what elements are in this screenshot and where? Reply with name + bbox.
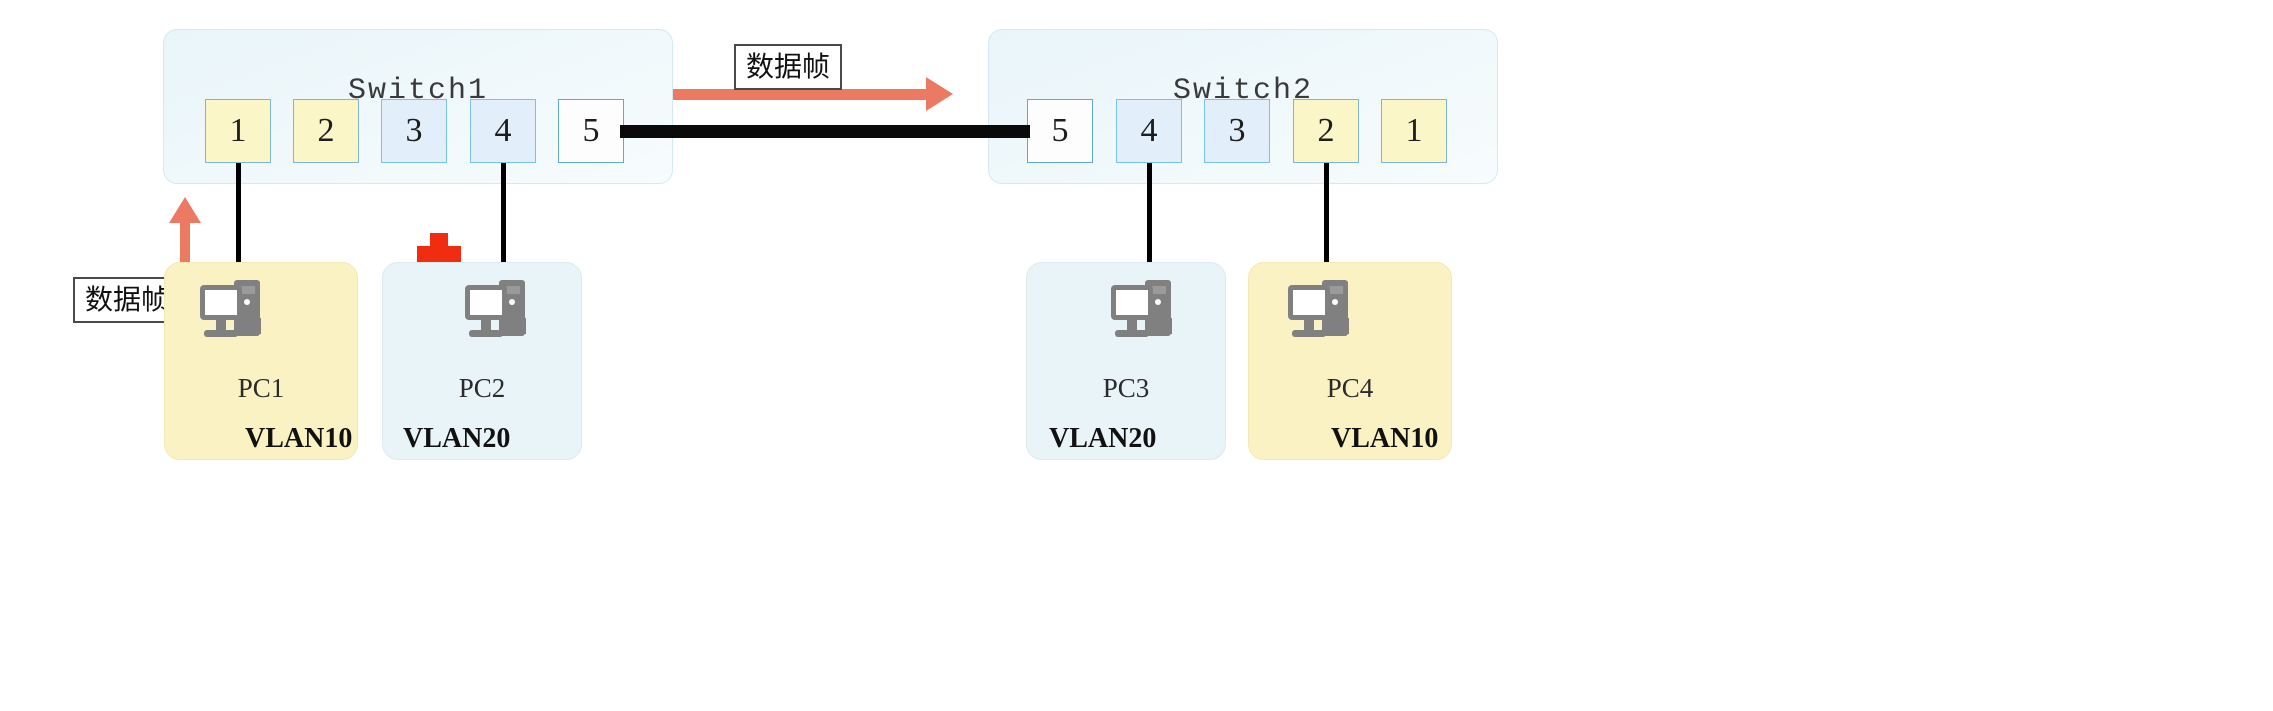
link-pc4-to-switch2-port2: [1324, 163, 1329, 296]
pc3-label: PC3: [1102, 373, 1150, 403]
frame-arrow-left-head: [169, 197, 201, 223]
link-pc1-to-switch1-port1: [236, 163, 241, 296]
port-label: 4: [1140, 112, 1158, 149]
port-label: 4: [494, 112, 512, 149]
pc2-label: PC2: [458, 373, 506, 403]
switch2-port-5-trunk[interactable]: 5: [1027, 99, 1093, 163]
switch1-port-2[interactable]: 2: [293, 99, 359, 163]
frame-arrow-top-shaft: [673, 89, 928, 100]
link-pc3-to-switch2-port4: [1147, 163, 1152, 296]
pc4-vlan-label: VLAN10: [1331, 423, 1439, 454]
frame-callout-top-text: 数据帧: [746, 50, 831, 83]
switch2-port-2[interactable]: 2: [1293, 99, 1359, 163]
port-label: 3: [1228, 112, 1246, 149]
pc1-label: PC1: [237, 373, 285, 403]
switch1-port-4[interactable]: 4: [470, 99, 536, 163]
port-label: 5: [582, 112, 600, 149]
trunk-link-switch1-switch2: [620, 125, 1030, 138]
host-group-pc1[interactable]: PC1 VLAN10: [164, 262, 358, 460]
frame-arrow-top-head: [926, 77, 953, 111]
pc1-desktop-computer-icon: [200, 280, 261, 337]
frame-callout-top: 数据帧: [734, 44, 843, 91]
port-label: 2: [1317, 112, 1335, 149]
link-pc2-to-switch1-port4: [501, 163, 506, 296]
port-label: 5: [1051, 112, 1069, 149]
switch2-port-3[interactable]: 3: [1204, 99, 1270, 163]
switch1-port-1[interactable]: 1: [205, 99, 271, 163]
port-label: 3: [405, 112, 423, 149]
pc1-vlan-label: VLAN10: [245, 423, 353, 454]
pc3-desktop-computer-icon: [1111, 280, 1172, 337]
switch1-port-3[interactable]: 3: [381, 99, 447, 163]
pc4-desktop-computer-icon: [1288, 280, 1349, 337]
switch2-port-4[interactable]: 4: [1116, 99, 1182, 163]
frame-callout-left-text: 数据帧: [85, 283, 170, 316]
switch2-port-1[interactable]: 1: [1381, 99, 1447, 163]
port-label: 1: [229, 112, 247, 149]
pc4-label: PC4: [1326, 373, 1374, 403]
pc2-desktop-computer-icon: [465, 280, 526, 337]
host-group-pc4[interactable]: PC4 VLAN10: [1248, 262, 1452, 460]
pc3-vlan-label: VLAN20: [1049, 423, 1157, 454]
frame-callout-left: 数据帧: [73, 277, 182, 324]
pc2-vlan-label: VLAN20: [403, 423, 511, 454]
port-label: 1: [1405, 112, 1423, 149]
port-label: 2: [317, 112, 335, 149]
switch1-port-5-trunk[interactable]: 5: [558, 99, 624, 163]
